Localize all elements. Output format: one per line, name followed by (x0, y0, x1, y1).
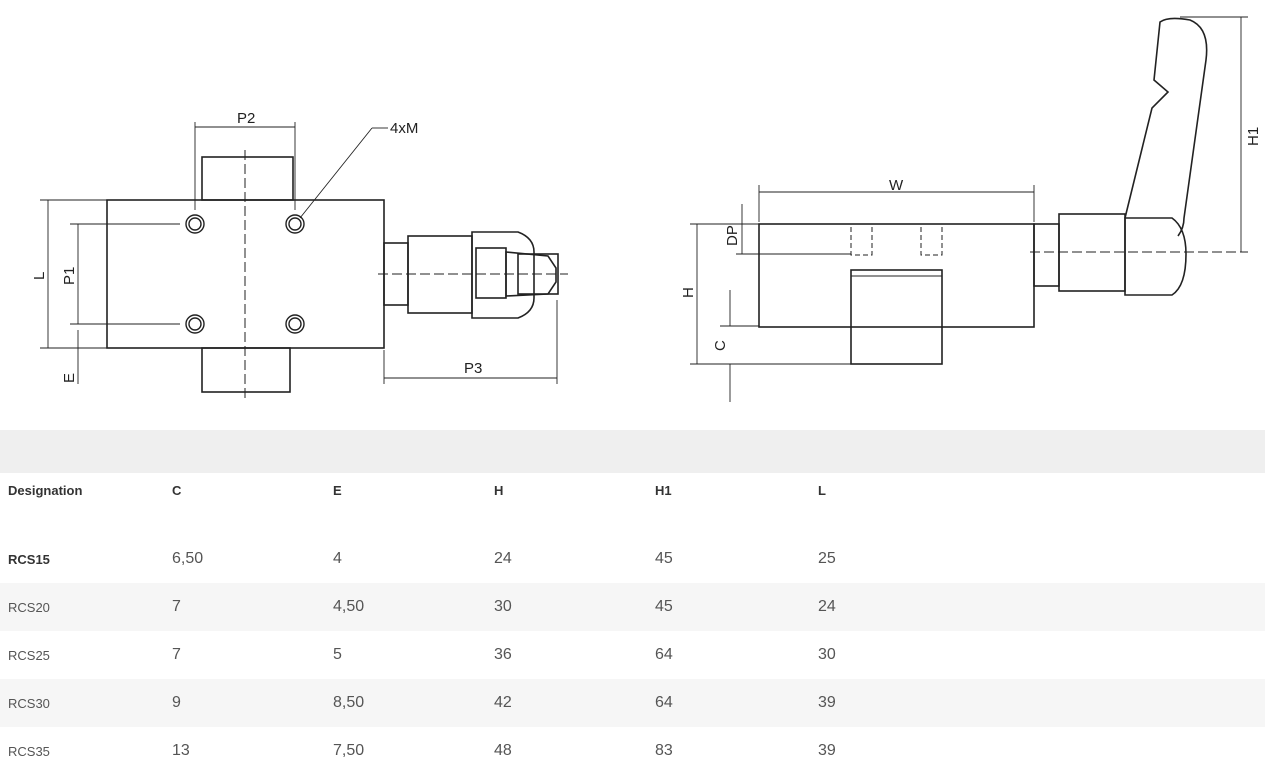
cell-c: 7 (172, 583, 333, 631)
cell-h1: 64 (655, 679, 818, 727)
cell-l: 25 (818, 550, 836, 567)
cell-e: 4 (333, 550, 342, 567)
table-row: RCS35 13 7,50 48 83 39 (0, 727, 1265, 775)
label-p1: P1 (61, 267, 78, 285)
label-e: E (61, 373, 78, 383)
header-designation: Designation (8, 483, 83, 498)
cell-c: 7 (172, 646, 181, 663)
top-view (40, 122, 568, 398)
cell-h1: 45 (655, 583, 818, 631)
label-p3: P3 (464, 360, 482, 377)
cell-h1: 64 (655, 646, 673, 663)
cell-l: 39 (818, 679, 1265, 727)
table-row: RCS15 6,50 4 24 45 25 (0, 535, 1265, 583)
cell-l: 24 (818, 583, 1265, 631)
table-header-row: Designation C E H H1 L (0, 473, 1265, 535)
header-c: C (172, 483, 182, 498)
cell-designation: RCS15 (8, 551, 50, 567)
cell-h: 48 (494, 742, 512, 759)
cell-h1: 45 (655, 550, 673, 567)
label-l: L (31, 272, 48, 280)
cell-c: 6,50 (172, 550, 204, 567)
cell-e: 5 (333, 646, 342, 663)
cell-h1: 83 (655, 742, 673, 759)
label-h: H (680, 287, 697, 298)
cell-e: 7,50 (333, 742, 365, 759)
header-l: L (818, 483, 826, 498)
table-row: RCS20 7 4,50 30 45 24 (0, 583, 1265, 631)
cell-designation: RCS20 (0, 583, 172, 631)
header-h1: H1 (655, 483, 672, 498)
header-e: E (333, 483, 342, 498)
cell-h: 24 (494, 550, 512, 567)
cell-c: 9 (172, 679, 333, 727)
header-h: H (494, 483, 504, 498)
label-c: C (712, 340, 729, 351)
cell-designation: RCS25 (8, 647, 50, 663)
label-h1: H1 (1245, 127, 1262, 146)
table-row: RCS30 9 8,50 42 64 39 (0, 679, 1265, 727)
technical-drawing: P2 4xM L P1 E P3 W DP H C H1 (31, 16, 1262, 402)
label-w: W (889, 177, 904, 194)
cell-designation: RCS35 (8, 743, 50, 759)
cell-c: 13 (172, 742, 190, 759)
cell-l: 30 (818, 646, 836, 663)
table-header-band (0, 430, 1265, 473)
cell-h: 30 (494, 583, 655, 631)
cell-l: 39 (818, 742, 836, 759)
label-4xm: 4xM (390, 120, 418, 137)
label-p2: P2 (237, 110, 255, 127)
table-row: RCS25 7 5 36 64 30 (0, 631, 1265, 679)
cell-h: 36 (494, 646, 512, 663)
side-view (690, 16, 1248, 402)
cell-h: 42 (494, 679, 655, 727)
label-dp: DP (724, 225, 741, 246)
dimensions-table: Designation C E H H1 L RCS15 6,50 4 24 4… (0, 473, 1265, 775)
cell-e: 8,50 (333, 679, 494, 727)
cell-e: 4,50 (333, 583, 494, 631)
cell-designation: RCS30 (0, 679, 172, 727)
